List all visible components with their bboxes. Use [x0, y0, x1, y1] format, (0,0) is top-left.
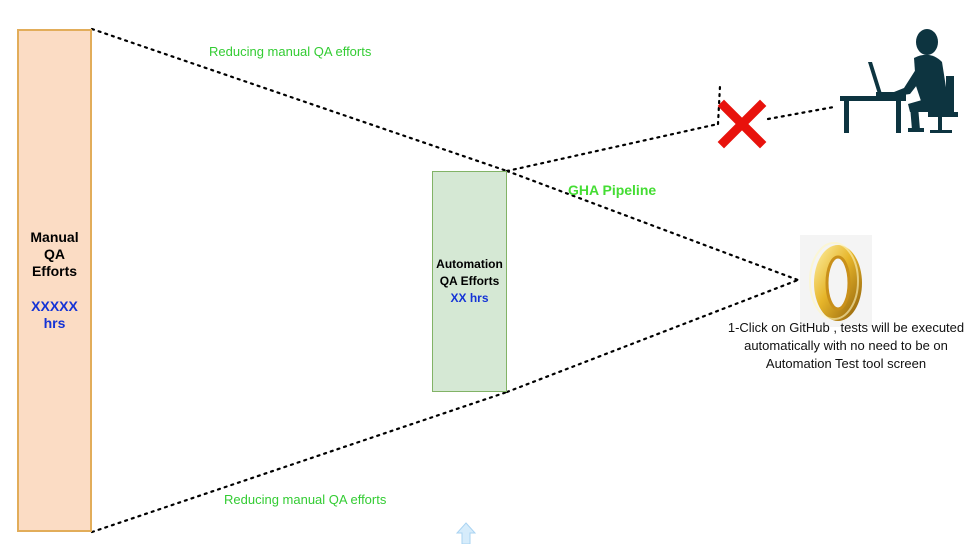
- manual-value-line1: XXXXX: [31, 298, 78, 314]
- automation-title-line2: QA Efforts: [439, 274, 500, 288]
- person-at-computer-icon: [840, 29, 958, 133]
- gold-coin-icon: [809, 242, 862, 321]
- automation-qa-efforts-box: Automation QA Efforts XX hrs: [432, 171, 507, 392]
- arrow-up-icon: [456, 522, 476, 544]
- manual-value-line2: hrs: [43, 315, 66, 331]
- gha-pipeline-label: GHA Pipeline: [568, 182, 657, 198]
- dotted-line-to-person: [766, 105, 836, 121]
- dotted-line-to-coin-bottom: [505, 278, 800, 394]
- automation-title-line1: Automation: [436, 257, 503, 271]
- reducing-label-top: Reducing manual QA efforts: [209, 44, 372, 59]
- manual-title-line2: QA: [44, 246, 65, 262]
- dotted-line-to-coin-top: [505, 169, 800, 282]
- manual-title-line3: Efforts: [31, 263, 78, 279]
- github-note-text: 1-Click on GitHub , tests will be execut…: [727, 320, 965, 371]
- automation-value: XX hrs: [450, 291, 489, 305]
- dotted-line-cross-top: [716, 84, 722, 126]
- cross-mark-icon: [717, 99, 767, 149]
- dotted-line-bottom-left: [90, 390, 509, 534]
- manual-title-line1: Manual: [30, 229, 79, 245]
- dotted-line-to-cross: [505, 122, 720, 173]
- reducing-label-bottom: Reducing manual QA efforts: [224, 492, 387, 507]
- gold-coin-image: [800, 235, 872, 327]
- dotted-line-top-left: [90, 27, 509, 173]
- manual-qa-efforts-box: Manual QA Efforts XXXXX hrs: [17, 29, 92, 532]
